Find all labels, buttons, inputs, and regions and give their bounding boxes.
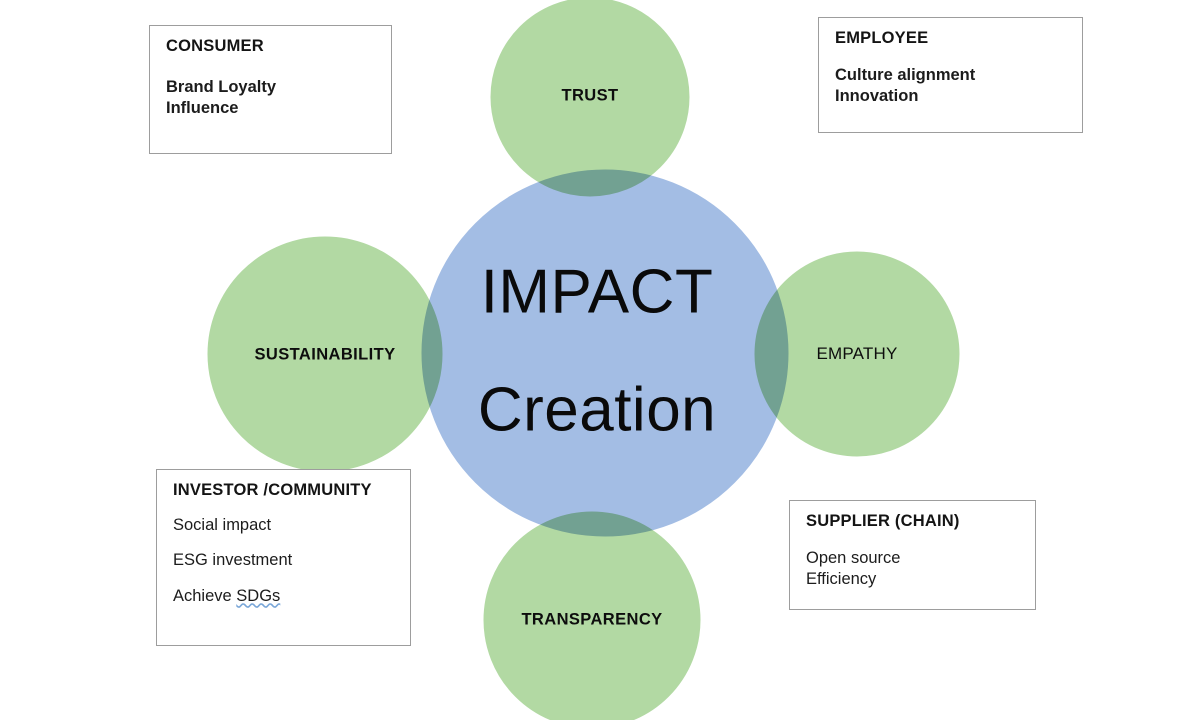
spacer [173, 536, 396, 550]
callout-supplier[interactable]: SUPPLIER (CHAIN) Open source Efficiency [789, 500, 1036, 610]
callout-investor-item-2-misspelled: SDGs [236, 586, 281, 605]
callout-employee-item-1: Innovation [835, 87, 919, 106]
circle-impact-creation[interactable] [418, 166, 792, 540]
callout-consumer[interactable]: CONSUMER Brand Loyalty Influence [149, 25, 392, 154]
callout-consumer-title: CONSUMER [166, 37, 264, 55]
callout-supplier-title: SUPPLIER (CHAIN) [806, 512, 960, 530]
spacer [173, 501, 396, 515]
callout-consumer-item-1: Influence [166, 99, 239, 118]
spacer [166, 57, 377, 77]
circle-transparency[interactable] [480, 508, 704, 720]
callout-employee-item-0: Culture alignment [835, 65, 976, 84]
callout-supplier-item-1: Efficiency [806, 570, 877, 589]
callout-employee[interactable]: EMPLOYEE Culture alignment Innovation [818, 17, 1083, 133]
circle-sustainability[interactable] [204, 233, 446, 475]
callout-consumer-item-0: Brand Loyalty [166, 77, 277, 96]
callout-investor-item-1: ESG investment [173, 551, 293, 570]
core-circle-group [418, 166, 792, 540]
callout-supplier-item-0: Open source [806, 548, 901, 567]
callout-investor-item-0: Social impact [173, 515, 272, 534]
spacer [806, 532, 1021, 548]
callout-investor-item-2-text: Achieve [173, 586, 237, 605]
callout-investor-title: INVESTOR /COMMUNITY [173, 481, 372, 499]
spacer [173, 572, 396, 586]
callout-employee-title: EMPLOYEE [835, 29, 929, 47]
spacer [835, 49, 1068, 65]
callout-investor[interactable]: INVESTOR /COMMUNITY Social impact ESG in… [156, 469, 411, 646]
callout-investor-item-2: Achieve SDGs [173, 586, 396, 607]
